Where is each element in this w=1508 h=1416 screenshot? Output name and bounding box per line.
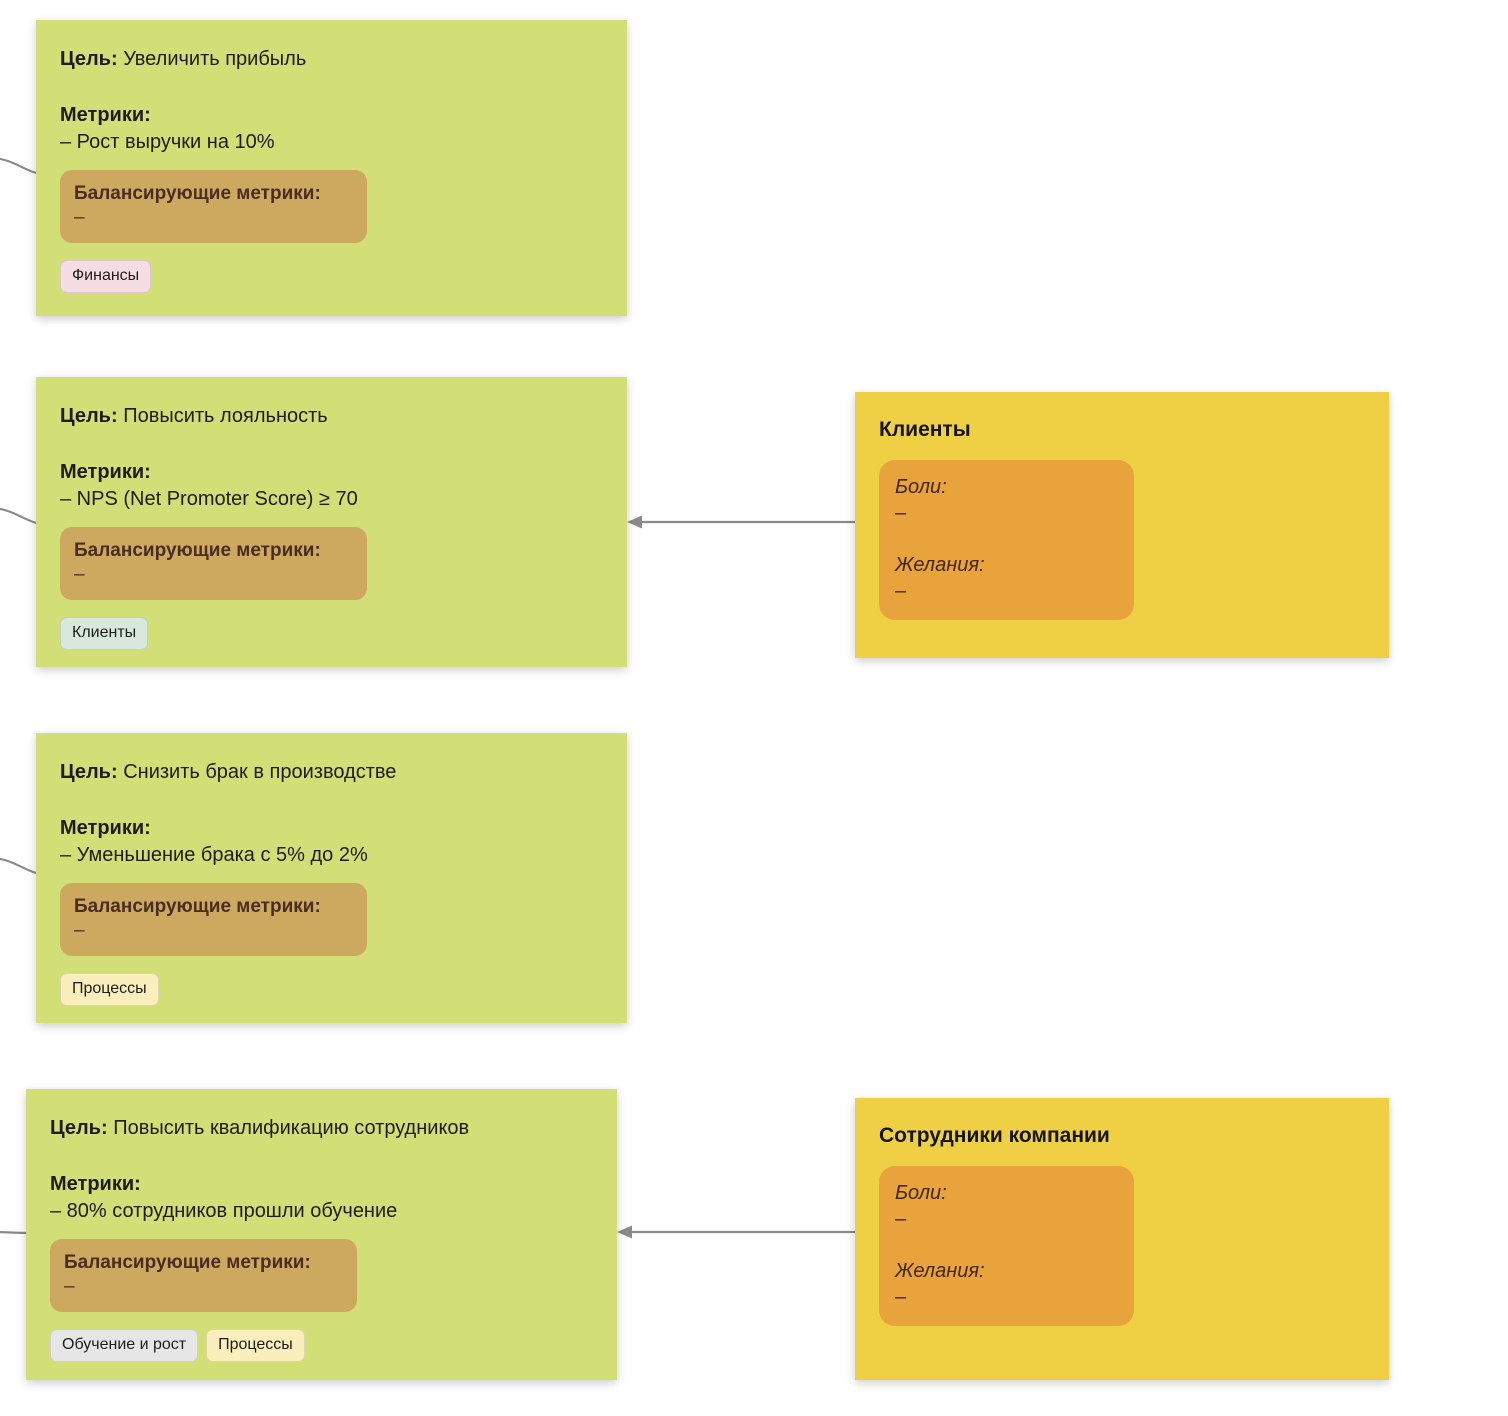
balancing-metrics-box[interactable]: Балансирующие метрики: – <box>60 883 367 956</box>
goal-prefix-label: Цель: <box>60 405 118 427</box>
wishes-label: Желания: <box>895 1260 985 1282</box>
goal-card-qualification[interactable]: Цель: Повысить квалификацию сотрудников … <box>26 1089 617 1380</box>
goal-title: Цель: Повысить квалификацию сотрудников <box>50 1115 593 1141</box>
metrics-heading: Метрики: <box>60 104 151 126</box>
wishes-label: Желания: <box>895 554 985 576</box>
pains-value: – <box>895 502 907 524</box>
metrics-value: – 80% сотрудников прошли обучение <box>50 1200 398 1222</box>
tag-processes[interactable]: Процессы <box>206 1329 305 1362</box>
goal-title: Цель: Повысить лояльность <box>60 403 603 429</box>
pains-label: Боли: <box>895 476 947 498</box>
wishes-value: – <box>895 1286 907 1308</box>
goal-title: Цель: Снизить брак в производстве <box>60 759 603 785</box>
tag-clients[interactable]: Клиенты <box>60 617 149 650</box>
balancing-metrics-value: – <box>74 920 85 941</box>
stakeholder-card-clients[interactable]: Клиенты Боли: – Желания: – <box>855 392 1389 658</box>
tag-row: Финансы <box>60 260 603 293</box>
goal-title-text: Повысить лояльность <box>123 405 328 427</box>
pains-value: – <box>895 1208 907 1230</box>
tag-row: Процессы <box>60 973 603 1006</box>
tag-finance[interactable]: Финансы <box>60 260 152 293</box>
goal-prefix-label: Цель: <box>60 48 118 70</box>
balancing-metrics-value: – <box>74 207 85 228</box>
spacer <box>895 526 1118 552</box>
tag-learning-and-growth[interactable]: Обучение и рост <box>50 1329 199 1362</box>
tag-processes[interactable]: Процессы <box>60 973 159 1006</box>
metrics-heading: Метрики: <box>50 1173 141 1195</box>
connector-clients-to-loyalty <box>627 500 859 544</box>
balancing-metrics-box[interactable]: Балансирующие метрики: – <box>60 527 367 600</box>
tag-row: Клиенты <box>60 617 603 650</box>
wishes-value: – <box>895 580 907 602</box>
metrics-value: – Рост выручки на 10% <box>60 131 275 153</box>
stakeholder-card-employees[interactable]: Сотрудники компании Боли: – Желания: – <box>855 1098 1389 1380</box>
balancing-metrics-heading: Балансирующие метрики: <box>74 540 321 561</box>
tag-row: Обучение и рост Процессы <box>50 1329 593 1362</box>
goal-title: Цель: Увеличить прибыль <box>60 46 603 72</box>
pains-wishes-box[interactable]: Боли: – Желания: – <box>879 1166 1134 1326</box>
goal-title-text: Снизить брак в производстве <box>123 761 397 783</box>
goal-card-profit[interactable]: Цель: Увеличить прибыль Метрики: – Рост … <box>36 20 627 316</box>
balancing-metrics-heading: Балансирующие метрики: <box>74 896 321 917</box>
metrics-heading: Метрики: <box>60 817 151 839</box>
goal-card-loyalty[interactable]: Цель: Повысить лояльность Метрики: – NPS… <box>36 377 627 667</box>
connector-employees-to-qualification <box>617 1210 859 1254</box>
balancing-metrics-value: – <box>64 1276 75 1297</box>
metrics-value: – NPS (Net Promoter Score) ≥ 70 <box>60 488 358 510</box>
spacer <box>895 1232 1118 1258</box>
metrics-heading: Метрики: <box>60 461 151 483</box>
balancing-metrics-heading: Балансирующие метрики: <box>74 183 321 204</box>
goal-card-defects[interactable]: Цель: Снизить брак в производстве Метрик… <box>36 733 627 1023</box>
balancing-metrics-heading: Балансирующие метрики: <box>64 1252 311 1273</box>
goal-prefix-label: Цель: <box>50 1117 108 1139</box>
goal-title-text: Повысить квалификацию сотрудников <box>113 1117 470 1139</box>
stakeholder-title: Сотрудники компании <box>879 1124 1110 1147</box>
pains-label: Боли: <box>895 1182 947 1204</box>
balancing-metrics-value: – <box>74 564 85 585</box>
balancing-metrics-box[interactable]: Балансирующие метрики: – <box>50 1239 357 1312</box>
stakeholder-title: Клиенты <box>879 418 971 441</box>
metrics-value: – Уменьшение брака с 5% до 2% <box>60 844 368 866</box>
pains-wishes-box[interactable]: Боли: – Желания: – <box>879 460 1134 620</box>
balancing-metrics-box[interactable]: Балансирующие метрики: – <box>60 170 367 243</box>
goal-prefix-label: Цель: <box>60 761 118 783</box>
goal-title-text: Увеличить прибыль <box>123 48 307 70</box>
